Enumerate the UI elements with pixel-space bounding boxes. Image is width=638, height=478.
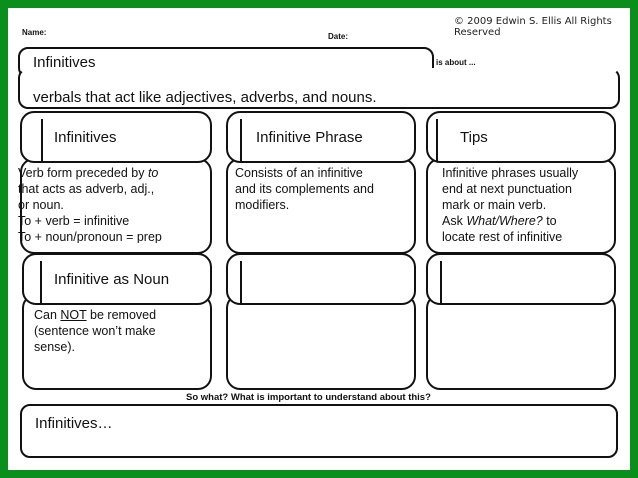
topic-title: Infinitives (33, 54, 96, 71)
copyright-text: © 2009 Edwin S. Ellis All Rights Reserve… (454, 16, 612, 38)
date-label: Date: (328, 32, 349, 41)
card-divider (440, 261, 442, 303)
so-what-label: So what? What is important to understand… (186, 392, 431, 403)
card-blank-right[interactable] (426, 253, 616, 305)
card-blank-middle[interactable] (226, 253, 416, 305)
so-what-answer: Infinitives… (35, 415, 113, 432)
cell-infinitive-as-noun-text: Can NOT be removed (sentence won’t make … (34, 308, 157, 354)
definition-box[interactable]: verbals that act like adjectives, adverb… (18, 68, 620, 109)
card-divider (41, 119, 43, 161)
definition-text: verbals that act like adjectives, adverb… (33, 89, 377, 106)
card-title: Infinitive Phrase (256, 129, 363, 146)
card-divider (40, 261, 42, 303)
is-about-label: is about ... (436, 58, 476, 67)
card-title: Infinitives (54, 129, 117, 146)
card-infinitives[interactable]: Infinitives (20, 111, 212, 163)
card-title: Tips (460, 129, 488, 146)
card-divider (240, 261, 242, 303)
card-infinitive-as-noun[interactable]: Infinitive as Noun (22, 253, 212, 305)
card-title: Infinitive as Noun (54, 271, 170, 288)
so-what-box[interactable]: Infinitives… (20, 404, 618, 458)
cell-tips-text: Infinitive phrases usually end at next p… (442, 166, 579, 242)
cell-blank-right[interactable] (426, 294, 616, 390)
organizer-sheet: Name: Date: © 2009 Edwin S. Ellis All Ri… (8, 8, 630, 470)
name-label: Name: (22, 28, 47, 37)
card-tips[interactable]: Tips (426, 111, 616, 163)
cell-tips[interactable] (426, 158, 616, 254)
card-infinitive-phrase[interactable]: Infinitive Phrase (226, 111, 416, 163)
card-divider (436, 119, 438, 161)
cell-blank-middle[interactable] (226, 294, 416, 390)
card-divider (240, 119, 242, 161)
cell-infinitive-phrase-text: Consists of an infinitive and its comple… (235, 166, 374, 212)
cell-infinitive-as-noun[interactable] (22, 294, 212, 390)
cell-infinitives-text: Verb form preceded by to that acts as ad… (18, 166, 162, 243)
